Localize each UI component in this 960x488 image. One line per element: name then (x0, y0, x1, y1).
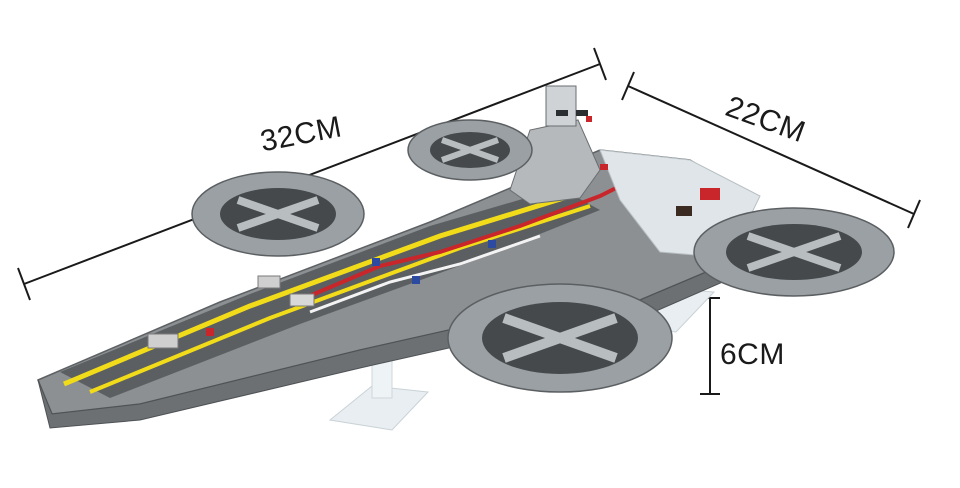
height-dimension-line (700, 297, 720, 395)
length-dimension-line (17, 47, 607, 301)
rotor-pod-rear-left (447, 283, 673, 393)
width-dimension-line (621, 71, 921, 229)
control-tower (509, 85, 608, 205)
deck-details (147, 188, 720, 349)
rotor-pod-front-right (407, 119, 533, 181)
height-label: 6CM (720, 338, 785, 371)
rotor-pod-rear-right (693, 207, 895, 297)
rotor-pod-front-left (191, 171, 365, 257)
